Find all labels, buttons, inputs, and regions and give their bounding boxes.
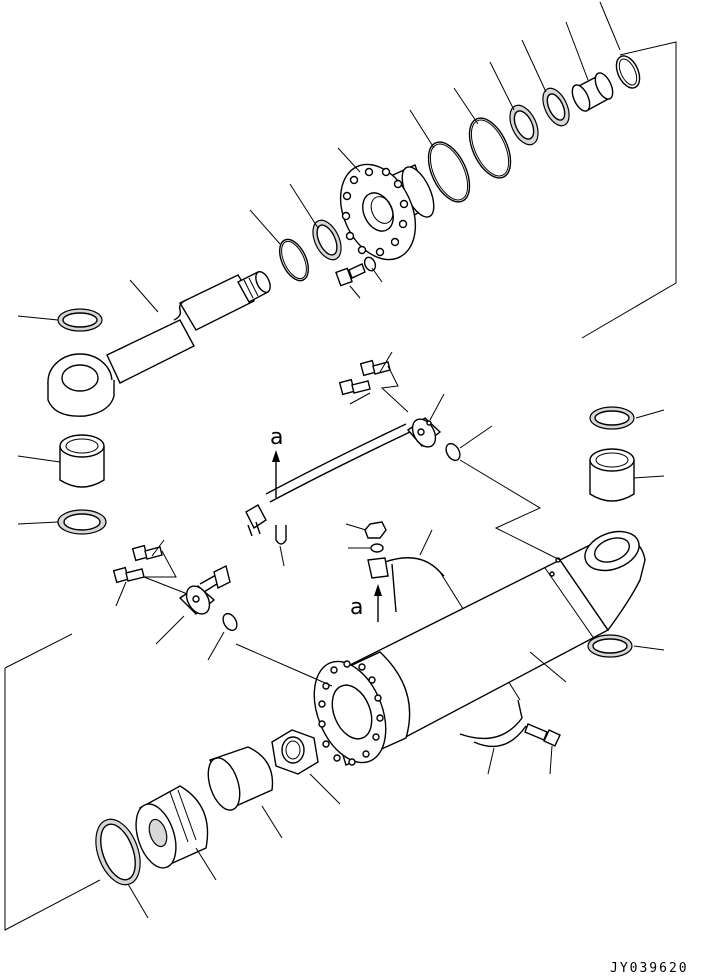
frame-lines [4,41,677,931]
piston-rod [47,271,271,417]
o-ring-small-lower [222,612,238,632]
rigid-tube [265,423,411,503]
bolt-upper-2 [338,378,371,396]
rod-seal-ring [312,219,342,261]
cylinder-tube [313,530,646,766]
tube-elbow [245,504,267,537]
u-bolt-clamp [275,525,287,545]
hex-nut-small [364,521,387,539]
cylinder-head-gland [339,163,435,261]
rod-eye-seal-ring [57,308,103,332]
bolt-lower-1 [131,544,163,562]
bottom-bushing [589,448,635,502]
lower-clamp-band [459,699,527,748]
leader-lines [17,1,665,919]
view-label-a-upper: a [270,425,283,450]
tube-flange-upper [406,417,442,448]
rod-eye-bushing [59,434,105,488]
bottom-seal-ring [589,406,635,430]
piston-nut [271,729,319,775]
bolt-leader-guide [380,365,409,413]
view-arrow-upper [272,450,280,498]
lower-bolt-leader-guide [143,550,191,596]
o-ring-large-1 [468,117,512,179]
bottom-seal-ring-lower [587,634,633,658]
tube-flange-bolt-holes [318,660,384,766]
bushing-top [571,72,614,112]
seal-ring-2 [509,104,539,146]
drawing-code: JY039620 [610,961,689,976]
rod-snap-ring [278,238,310,282]
gland-bolt-holes [341,167,409,257]
wear-ring [207,746,274,811]
gland-washer [363,256,377,272]
view-label-a-middle: a [350,595,363,620]
gland-bolt [335,263,366,287]
rod-eye-seal-ring-lower [57,509,107,535]
clamp-bolt [524,723,561,747]
upper-clamp-band [367,557,445,613]
washer-small [370,543,384,553]
seal-ring-1 [542,87,570,127]
o-ring-large-2 [427,141,471,203]
piston-seal-ring [95,818,141,886]
piston [135,785,209,869]
snap-ring-top [615,55,641,89]
o-ring-small-upper [445,442,461,462]
bolt-lower-2 [112,566,145,584]
tube-lower-stub [199,564,231,593]
bolt-upper-1 [359,359,391,377]
view-arrow-middle [374,584,382,622]
tube-flange-lower [178,585,216,615]
